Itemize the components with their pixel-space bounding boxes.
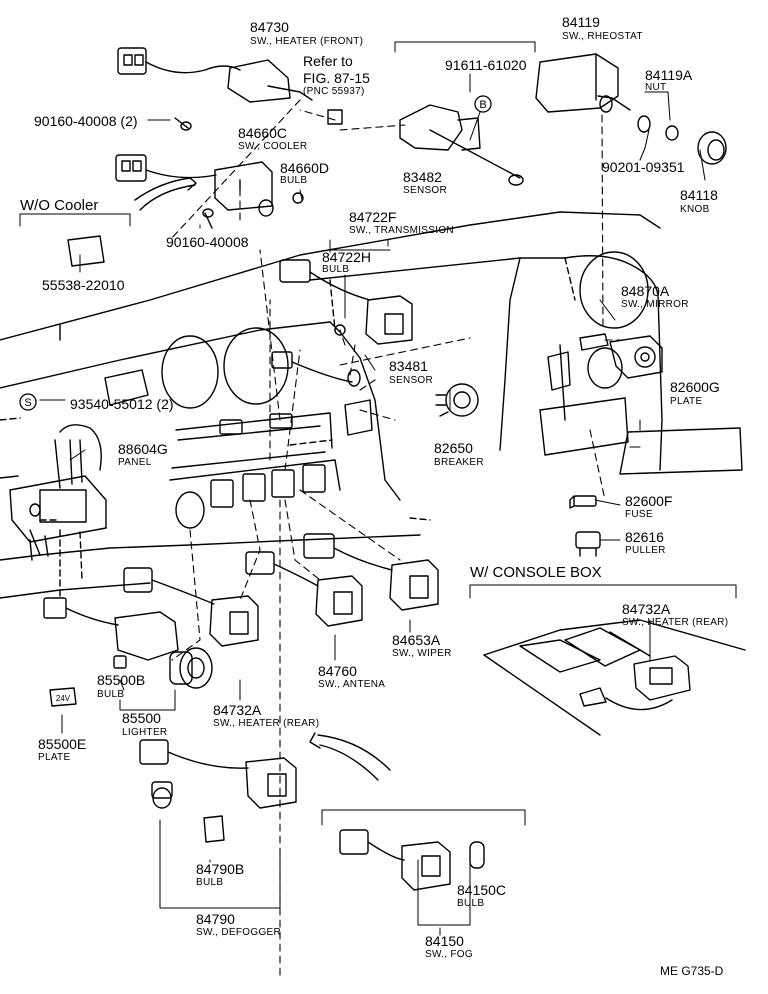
circuit-breaker-82650 [435,383,479,417]
svg-text:B: B [479,99,486,111]
label-90160-2: 90160-40008 (2) [34,113,138,129]
label-84732A-console-desc: SW., HEATER (REAR) [622,617,729,628]
label-84119A: 84119A [645,67,693,83]
fog-switch-84150 [339,829,485,891]
label-82600F-desc: FUSE [625,509,653,520]
label-w-console-box: W/ CONSOLE BOX [470,564,602,581]
label-84760-desc: SW., ANTENA [318,679,386,690]
blank-plate-55538 [67,235,105,267]
label-90201: 90201-09351 [602,159,685,175]
sensor-83481 [271,351,361,387]
label-84660C: 84660C [238,125,288,141]
label-55538: 55538-22010 [42,277,125,293]
antenna-switch-84760 [245,551,363,627]
refer-line3: (PNC 55937) [303,86,365,97]
label-84732A-console: 84732A [622,601,671,617]
label-83481-desc: SENSOR [389,375,434,386]
transmission-switch-84722F [279,259,413,345]
label-85500-desc: LIGHTER [122,727,168,738]
screw-90160 [174,117,214,229]
label-91611: 91611-61020 [445,57,527,73]
label-84118: 84118 [680,187,718,203]
label-82600F: 82600F [625,493,673,509]
label-82616: 82616 [625,529,664,545]
direction-arrow [134,177,391,781]
rheostat-switch-84119 [535,53,727,165]
fuse-plate-82600G [619,427,743,475]
label-82650-desc: BREAKER [434,457,484,468]
svg-text:S: S [24,397,31,409]
label-wo-cooler: W/O Cooler [20,197,99,214]
figure-code: ME G735-D [660,964,724,978]
label-82650: 82650 [434,440,473,456]
label-84870A: 84870A [621,283,670,299]
label-83481: 83481 [389,358,428,374]
label-84722F: 84722F [349,209,397,225]
refer-line2: FIG. 87-15 [303,70,370,86]
label-84660C-desc: SW., COOLER [238,141,308,152]
label-85500E-desc: PLATE [38,752,71,763]
label-84790-desc: SW., DEFOGGER [196,927,282,938]
defogger-switch-84790 [139,739,297,843]
plate-24v-text: 24V [56,694,71,703]
label-85500B: 85500B [97,672,146,688]
callout-leaders [19,41,737,936]
label-83482: 83482 [403,169,442,185]
label-84732A: 84732A [213,702,262,718]
label-84790: 84790 [196,911,235,927]
label-84790B: 84790B [196,861,245,877]
label-88604G: 88604G [118,441,168,457]
dashboard-hidden-lines [0,257,576,601]
label-84760: 84760 [318,663,357,679]
heater-front-switch-84730 [117,47,343,125]
label-84790B-desc: BULB [196,877,224,888]
wiper-switch-84653A [303,533,439,611]
label-82600G-desc: PLATE [670,396,703,407]
label-84722F-desc: SW., TRANSMISSION [349,225,454,236]
cigarette-lighter-85500 [43,597,213,689]
label-93540: 93540-55012 (2) [70,396,174,412]
dashboard-outline [0,211,663,599]
sensor-83482 [399,104,524,186]
callout-b: B [474,95,492,113]
label-84150C: 84150C [457,882,507,898]
label-84150C-desc: BULB [457,898,485,909]
label-84119-desc: SW., RHEOSTAT [562,31,643,42]
cooler-switch-84660C [115,154,304,217]
console-box-inset [483,619,746,736]
label-84150-desc: SW., FOG [425,949,473,960]
label-84653A: 84653A [392,632,441,648]
label-85500: 85500 [122,710,161,726]
callout-s: S [19,393,37,411]
label-84119A-desc: NUT [645,82,667,93]
label-88604G-desc: PANEL [118,457,152,468]
mirror-switch-84870A [579,333,663,379]
label-84660D-desc: BULB [280,175,308,186]
label-84870A-desc: SW., MIRROR [621,299,689,310]
label-84722H: 84722H [322,249,372,265]
label-90160: 90160-40008 [166,234,249,250]
refer-line1: Refer to [303,53,353,69]
label-84732A-desc: SW., HEATER (REAR) [213,718,320,729]
label-85500E: 85500E [38,736,87,752]
label-84118-desc: KNOB [680,204,710,215]
lighter-plate-85500E [49,687,77,707]
label-84722H-desc: BULB [322,264,350,275]
label-84660D: 84660D [280,160,330,176]
label-84653A-desc: SW., WIPER [392,648,452,659]
label-85500B-desc: BULB [97,689,125,700]
switch-panel-88604G [9,424,107,543]
label-83482-desc: SENSOR [403,185,448,196]
label-84119: 84119 [562,14,600,30]
label-82600G: 82600G [670,379,720,395]
heater-rear-switch-84732A [123,567,259,647]
label-84730-desc: SW., HEATER (FRONT) [250,36,364,47]
label-82616-desc: PULLER [625,545,666,556]
label-84150: 84150 [425,933,464,949]
fuse-puller-82616 [575,531,601,557]
fuse-82600F [569,495,597,509]
label-84730: 84730 [250,19,289,35]
